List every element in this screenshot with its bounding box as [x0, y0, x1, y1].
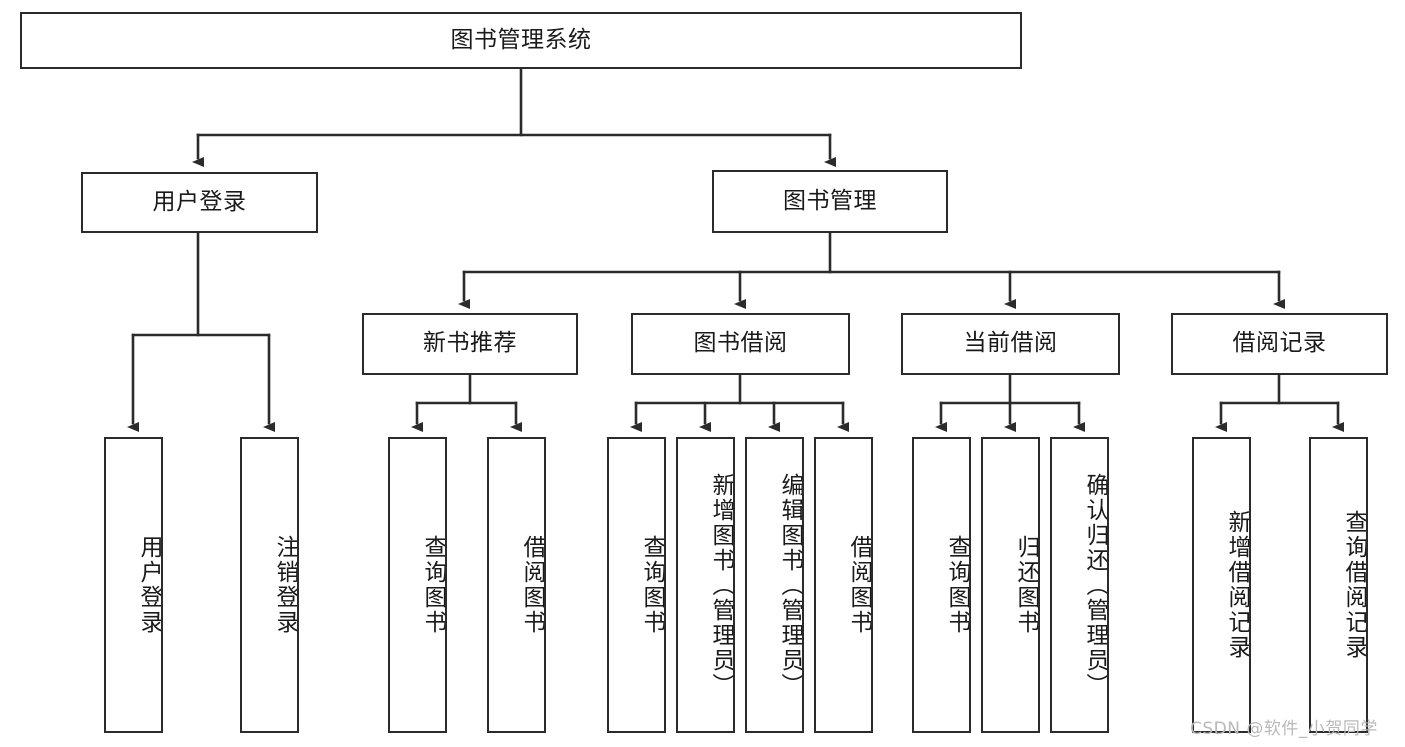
node-book-management[interactable]: 图书管理 [712, 170, 948, 233]
leaf-query-record[interactable]: 查询借阅记录 [1309, 437, 1368, 733]
node-label: 查询图书 [420, 535, 446, 635]
node-label: 新增图书（管理员） [708, 472, 734, 698]
node-label: 用户登录 [152, 188, 247, 215]
leaf-query-book-3[interactable]: 查询图书 [912, 437, 971, 733]
node-label: 查询图书 [944, 535, 970, 635]
node-label: 图书管理系统 [450, 26, 592, 53]
leaf-logout-login[interactable]: 注销登录 [240, 437, 299, 733]
leaf-edit-book[interactable]: 编辑图书（管理员） [745, 437, 804, 733]
csdn-watermark: CSDN @软件_小贺同学 [1190, 719, 1378, 739]
leaf-query-book-1[interactable]: 查询图书 [388, 437, 447, 733]
leaf-query-book-2[interactable]: 查询图书 [607, 437, 666, 733]
node-label: 图书借阅 [693, 330, 788, 357]
node-label: 注销登录 [272, 535, 298, 635]
node-label: 查询图书 [639, 535, 665, 635]
node-current-borrow[interactable]: 当前借阅 [901, 313, 1120, 375]
node-label: 借阅记录 [1232, 330, 1327, 357]
node-label: 编辑图书（管理员） [777, 472, 803, 698]
node-label: 新增借阅记录 [1224, 510, 1250, 660]
node-label: 用户登录 [136, 535, 162, 635]
leaf-user-login[interactable]: 用户登录 [104, 437, 163, 733]
node-new-book-recommend[interactable]: 新书推荐 [362, 313, 578, 375]
leaf-return-book[interactable]: 归还图书 [981, 437, 1040, 733]
node-label: 图书管理 [783, 187, 877, 214]
node-label: 归还图书 [1013, 535, 1039, 635]
leaf-add-book[interactable]: 新增图书（管理员） [676, 437, 735, 733]
node-borrow-record[interactable]: 借阅记录 [1171, 313, 1388, 375]
node-label: 确认归还（管理员） [1082, 472, 1108, 698]
node-root-book-management-system[interactable]: 图书管理系统 [20, 12, 1022, 69]
node-label: 查询借阅记录 [1341, 510, 1367, 660]
leaf-add-record[interactable]: 新增借阅记录 [1192, 437, 1251, 733]
node-label: 借阅图书 [519, 535, 545, 635]
node-user-login[interactable]: 用户登录 [81, 172, 318, 233]
leaf-confirm-return[interactable]: 确认归还（管理员） [1050, 437, 1109, 733]
node-label: 新书推荐 [423, 330, 517, 357]
node-book-borrow[interactable]: 图书借阅 [631, 313, 850, 375]
node-label: 当前借阅 [963, 330, 1058, 357]
leaf-borrow-book-2[interactable]: 借阅图书 [814, 437, 873, 733]
leaf-borrow-book-1[interactable]: 借阅图书 [487, 437, 546, 733]
node-label: 借阅图书 [846, 535, 872, 635]
